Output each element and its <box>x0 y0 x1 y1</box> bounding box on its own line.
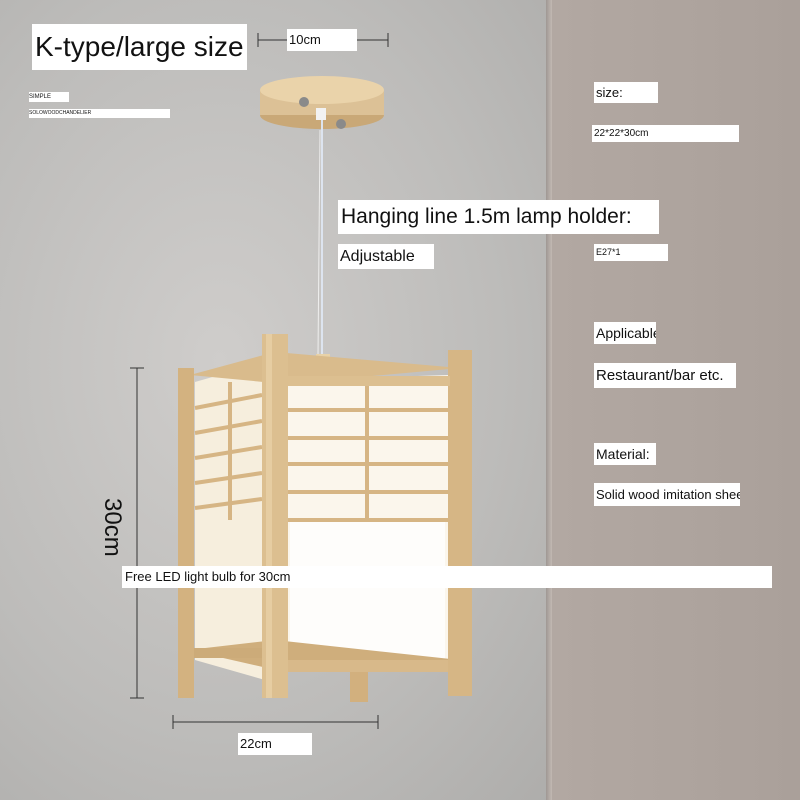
size-value: 22*22*30cm <box>592 125 739 142</box>
panel-edge <box>546 0 552 800</box>
post-left <box>178 368 194 698</box>
brand-line-1: SIMPLE <box>29 92 69 102</box>
material-label: Material: <box>594 443 656 465</box>
base-width-label: 22cm <box>238 733 312 755</box>
lamp-shade <box>178 334 472 702</box>
holder-value: E27*1 <box>594 244 668 261</box>
adjustable-label: Adjustable <box>338 244 434 269</box>
applicable-label: Applicable to: <box>594 322 656 344</box>
post-back <box>350 672 368 702</box>
height-label: 30cm <box>99 498 126 557</box>
post-front <box>262 334 288 698</box>
screw-right <box>336 119 346 129</box>
applicable-value: Restaurant/bar etc. <box>594 363 736 388</box>
post-right <box>448 350 472 696</box>
led-note: Free LED light bulb for 30cm <box>122 566 772 588</box>
ceiling-canopy <box>260 76 384 129</box>
hanging-line-label: Hanging line 1.5m lamp holder: <box>338 200 659 234</box>
screw-left <box>299 97 309 107</box>
dimension-lines <box>130 33 389 729</box>
brand-line-2: SOLOWOODCHANDELIER <box>29 109 170 118</box>
page-title: K-type/large size <box>32 24 247 70</box>
material-value: Solid wood imitation sheepskin <box>594 483 740 506</box>
size-label: size: <box>594 82 658 103</box>
top-width-label: 10cm <box>287 29 357 51</box>
